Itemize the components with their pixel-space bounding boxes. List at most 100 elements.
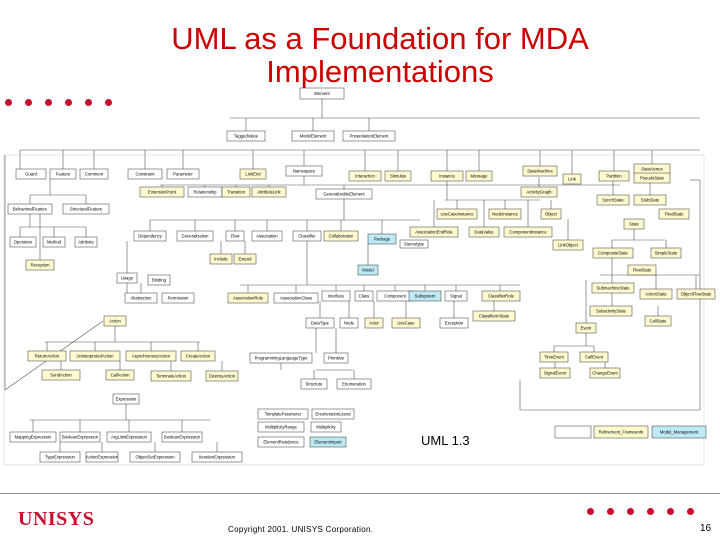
class-label: TypeExpression — [45, 455, 75, 460]
class-box-destroyaction: DestroyAction — [205, 370, 239, 382]
class-box-rect — [336, 378, 372, 390]
class-box-syncstate: SynchState — [596, 194, 630, 206]
class-box-interaction: Interaction — [348, 170, 382, 182]
class-box-linkend: LinkEnd — [239, 168, 267, 180]
class-box-rect — [257, 421, 305, 433]
class-box-signalevent: SignalEvent — [539, 367, 571, 379]
class-box-extend: Extend — [233, 253, 257, 265]
class-box-linkobject: LinkObject — [552, 239, 584, 251]
class-box-statemachine: StateMachine — [522, 165, 558, 177]
class-box-package: Package — [367, 233, 397, 245]
class-box-structuralfeature: StructuralFeature — [62, 203, 110, 215]
class-box-collaboration: Collaboration — [323, 230, 359, 242]
class-box-rect — [85, 451, 119, 463]
class-box-rect — [539, 367, 571, 379]
class-label: Parameter — [173, 172, 193, 177]
class-box-usage: Usage — [116, 272, 138, 284]
class-label: Model_Management — [660, 430, 699, 435]
class-box-event: Event — [575, 322, 597, 334]
class-label: Transition — [227, 190, 246, 195]
class-box-rect — [249, 352, 313, 364]
class-box-instance: Instance — [430, 170, 464, 182]
class-box-rect — [589, 367, 621, 379]
class-label: DataType — [311, 321, 330, 326]
class-box-rect — [354, 290, 374, 302]
class-box-reception: Reception — [25, 259, 55, 271]
class-label: Namespace — [293, 169, 316, 174]
class-label: CallAction — [111, 373, 131, 378]
class-box-taggedvalue: TaggedValue — [226, 130, 266, 142]
class-label: UseCaseInstance — [440, 212, 474, 217]
class-label: CallEvent — [585, 355, 604, 360]
class-box-rect — [300, 378, 328, 390]
class-box-classifier: Classifier — [292, 230, 322, 242]
class-box-flow: Flow — [225, 230, 245, 242]
class-label: Method — [47, 240, 62, 245]
class-box-rect — [520, 186, 558, 198]
class-box-state: State — [623, 218, 645, 230]
class-box-rect — [310, 421, 342, 433]
class-box-exception: Exception — [439, 317, 469, 329]
class-box-rect — [150, 370, 192, 382]
class-box-returnaction: ReturnAction — [27, 350, 67, 362]
class-label: Stimulus — [390, 174, 406, 179]
class-box-stereotype: Stereotype — [399, 239, 429, 249]
class-box-dependency: Dependency — [133, 230, 167, 242]
class-box-rect — [161, 431, 203, 443]
class-box-rect — [554, 425, 592, 439]
class-box-rect — [103, 315, 127, 327]
class-box-rect — [161, 292, 195, 304]
class-box-attributelink: AttributeLink — [251, 186, 287, 198]
class-label: Actor — [369, 321, 379, 326]
class-box-rect — [125, 350, 177, 362]
class-box-rect — [42, 236, 66, 248]
class-label: ActionState — [645, 292, 667, 297]
class-box-modelelement: ModelElement — [291, 130, 335, 142]
class-box-expression: Expression — [112, 393, 140, 405]
class-label: Include — [214, 257, 228, 262]
class-label: Enumeration — [342, 382, 366, 387]
class-box-rect — [191, 451, 243, 463]
footer-divider — [0, 493, 720, 494]
class-box-rect — [627, 264, 657, 276]
class-box-programminglanguagetype: ProgrammingLanguageType — [249, 352, 313, 364]
class-box-message: Message — [465, 170, 493, 182]
class-box-rect — [15, 168, 47, 180]
class-label: DestroyAction — [209, 374, 236, 379]
class-box-uninterpretedaction: UninterpretedAction — [69, 350, 121, 362]
class-label: ElementResidence — [263, 440, 299, 445]
class-box-rect — [251, 186, 287, 198]
class-box-rect — [315, 188, 373, 200]
class-box-operation: Operation — [9, 236, 37, 248]
class-label: Expression — [116, 397, 137, 402]
dot-icon — [65, 99, 72, 106]
class-box-rect — [309, 436, 347, 448]
class-label: StructuralFeature — [70, 207, 103, 212]
class-label: StubState — [641, 198, 660, 203]
decorative-dots-right — [587, 508, 694, 515]
class-box-rect — [273, 292, 319, 304]
class-label: AsynchronousAction — [132, 354, 171, 359]
class-box-rect — [399, 239, 429, 249]
class-label: Structure — [306, 382, 324, 387]
class-box-stubstate: StubState — [633, 194, 667, 206]
class-label: Refinement_Framework — [599, 430, 645, 435]
diagram-frame — [3, 154, 705, 466]
class-box-multiplicityrange: MultiplicityRange — [257, 421, 305, 433]
class-box-rect — [488, 208, 522, 220]
class-box-rect — [291, 130, 335, 142]
class-box-rect — [257, 436, 305, 448]
class-label: MappingExpression — [15, 435, 52, 440]
class-box-rect — [444, 290, 468, 302]
class-box-abstraction: Abstraction — [124, 292, 158, 304]
class-box-action: Action — [103, 315, 127, 327]
class-box-rect — [409, 226, 459, 238]
unisys-logo: UNISYS — [18, 508, 95, 530]
class-box-asynchronousaction: AsynchronousAction — [125, 350, 177, 362]
class-label: IterationExpression — [199, 455, 236, 460]
class-label: Association — [256, 234, 278, 239]
class-label: Partition — [606, 174, 622, 179]
class-box-rect — [49, 168, 77, 180]
class-box-argexpression: ArgListsExpression — [106, 431, 152, 443]
